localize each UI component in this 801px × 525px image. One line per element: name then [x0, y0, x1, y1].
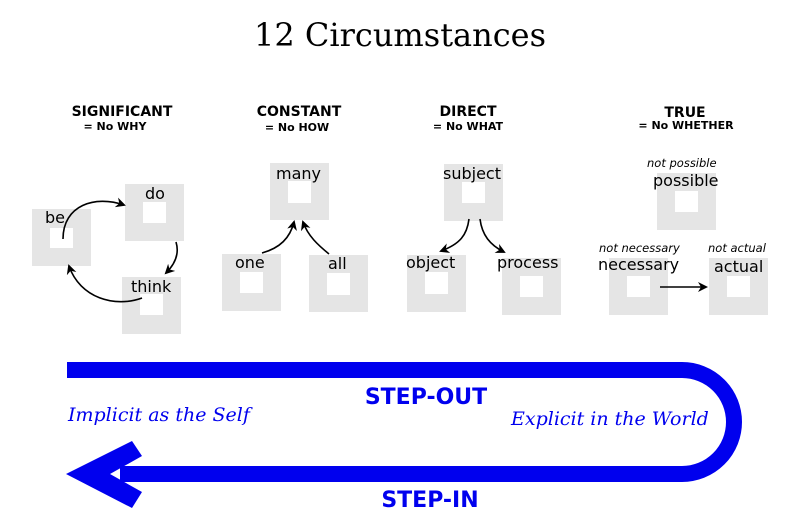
label-subject: subject [443, 164, 501, 183]
heading-direct: DIRECT [440, 104, 497, 120]
note-not-actual: not actual [708, 241, 767, 255]
node-necessary [609, 258, 668, 315]
node-process [502, 258, 561, 315]
label-possible: possible [653, 171, 719, 190]
arrow-subject-to-process [479, 218, 506, 253]
label-do: do [145, 184, 165, 203]
step-in-label: STEP-IN [381, 488, 478, 513]
label-actual: actual [714, 257, 763, 276]
caption-implicit: Implicit as the Self [67, 404, 253, 426]
node-many [270, 163, 329, 220]
note-not-possible: not possible [647, 156, 717, 170]
heading-true: TRUE [664, 105, 705, 121]
arrow-one-to-many [261, 220, 297, 254]
arrow-do-to-think [164, 241, 179, 275]
arrow-all-to-many [300, 220, 330, 255]
step-out-label: STEP-OUT [365, 385, 487, 410]
label-process: process [497, 253, 558, 272]
label-be: be [45, 208, 65, 227]
node-be [32, 209, 91, 266]
node-do [125, 184, 184, 241]
label-all: all [328, 254, 347, 273]
node-actual [709, 258, 768, 315]
label-necessary: necessary [598, 255, 679, 274]
subheading-significant: = No WHY [84, 120, 148, 133]
label-object: object [406, 253, 455, 272]
subheading-true: = No WHETHER [638, 119, 734, 132]
node-all [309, 255, 368, 312]
subheading-constant: = No HOW [265, 121, 329, 134]
label-many: many [276, 164, 321, 183]
arrow-think-to-be [66, 264, 143, 303]
node-object [407, 255, 466, 312]
heading-significant: SIGNIFICANT [72, 104, 173, 120]
node-possible [657, 173, 716, 230]
label-one: one [235, 253, 265, 272]
node-think [122, 277, 181, 334]
arrow-be-to-do [62, 197, 126, 240]
page-title: 12 Circumstances [254, 16, 546, 54]
heading-constant: CONSTANT [257, 104, 342, 120]
node-subject [444, 164, 503, 221]
caption-explicit: Explicit in the World [510, 408, 709, 430]
note-not-necessary: not necessary [599, 241, 680, 255]
arrow-subject-to-object [439, 218, 470, 253]
step-loop-arrow [66, 362, 742, 508]
node-one [222, 254, 281, 311]
subheading-direct: = No WHAT [433, 120, 504, 133]
label-think: think [131, 277, 172, 296]
